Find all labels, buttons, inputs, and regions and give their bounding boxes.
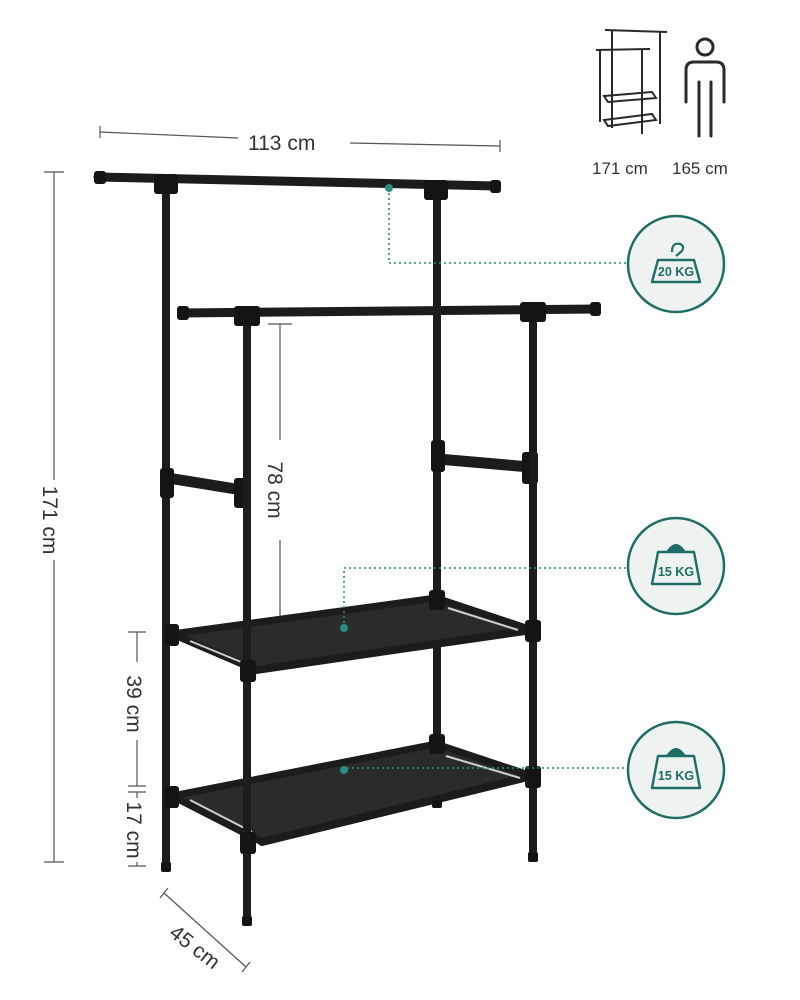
bottom-clearance-label: 17 cm: [122, 801, 145, 858]
height-dimension: 171 cm: [38, 171, 64, 863]
bottom-clearance-dimension: 17 cm: [122, 791, 146, 867]
weight-icon: [650, 544, 702, 586]
middle-shelf-load-label: 15 KG: [658, 565, 694, 579]
left-side-connector: [162, 472, 248, 496]
height-comparison: 171 cm 165 cm: [592, 29, 728, 178]
clothes-rack: [93, 171, 601, 926]
load-badge-bottom-shelf: 15 KG: [626, 720, 726, 820]
top-rail-load-label: 20 KG: [658, 265, 694, 279]
weight-hanger-icon: [650, 242, 702, 284]
bottom-shelf-load-label: 15 KG: [658, 769, 694, 783]
width-label: 113 cm: [248, 132, 315, 155]
person-height-label: 165 cm: [672, 159, 728, 178]
rack-thumbnail-icon: [595, 29, 668, 134]
inner-drop-label: 78 cm: [263, 461, 286, 518]
load-badge-top-rail: 20 KG: [626, 214, 726, 314]
load-leaders: [340, 184, 628, 774]
depth-dimension: 45 cm: [159, 887, 251, 974]
middle-shelf: [172, 598, 532, 670]
height-label: 171 cm: [38, 486, 61, 555]
inner-drop-dimension: 78 cm: [263, 323, 292, 645]
person-icon: [684, 37, 726, 138]
shelf-gap-dimension: 39 cm: [122, 631, 146, 787]
depth-label: 45 cm: [165, 921, 224, 974]
right-side-connector: [432, 453, 536, 473]
width-dimension: 113 cm: [99, 126, 501, 155]
rack-height-label: 171 cm: [592, 159, 648, 178]
weight-icon: [650, 748, 702, 790]
load-badge-middle-shelf: 15 KG: [626, 516, 726, 616]
shelf-gap-label: 39 cm: [122, 675, 145, 732]
